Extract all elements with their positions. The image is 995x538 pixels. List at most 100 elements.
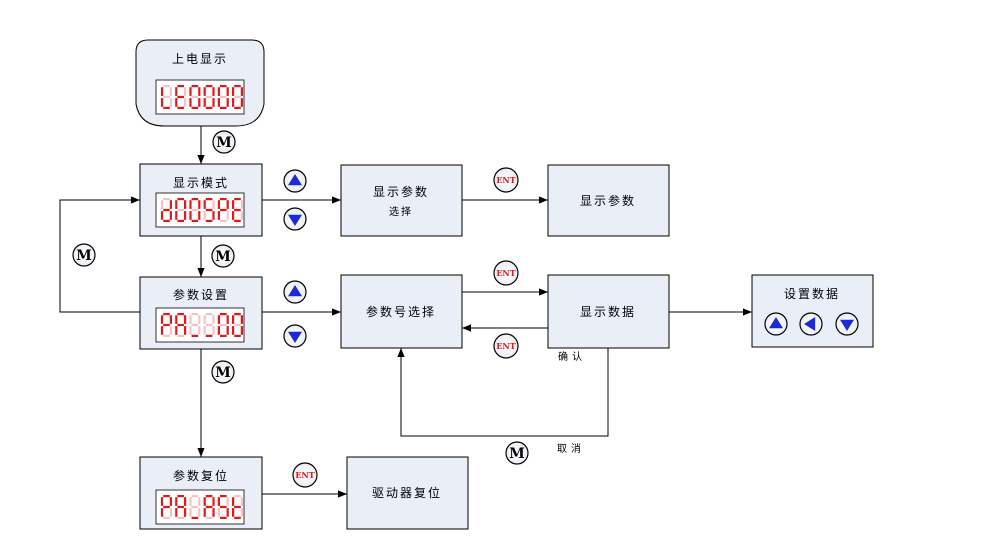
lcd-segment xyxy=(240,326,243,335)
lcd-digit xyxy=(175,85,187,109)
lcd-segment xyxy=(191,198,199,201)
lcd-segment xyxy=(234,516,241,519)
lcd-segment xyxy=(175,87,178,96)
lcd-segment xyxy=(169,508,172,517)
mode-key-label: M xyxy=(215,249,231,265)
lcd-segment xyxy=(184,98,187,107)
lcd-segment xyxy=(217,87,220,96)
arrow-cancel-loop xyxy=(397,348,609,437)
lcd-segment xyxy=(220,505,227,509)
lcd-segment xyxy=(212,98,215,107)
lcd-segment xyxy=(177,95,184,99)
lcd-segment xyxy=(205,198,213,201)
lcd-segment xyxy=(163,106,170,109)
param-reset-box: 参数复位 xyxy=(139,456,263,530)
lcd-segment xyxy=(161,98,164,107)
lcd-segment xyxy=(220,198,227,201)
lcd-segment xyxy=(191,495,199,498)
lcd-segment xyxy=(232,98,235,107)
lcd-segment xyxy=(240,98,243,107)
lcd-segment xyxy=(226,98,229,107)
lcd-segment xyxy=(203,211,206,220)
param-number-select-title: 参数号选择 xyxy=(366,304,436,319)
lcd-segment xyxy=(169,497,172,506)
lcd-segment xyxy=(177,516,184,519)
lcd-segment xyxy=(217,211,220,220)
lcd-segment xyxy=(198,497,201,506)
lcd-segment xyxy=(177,334,184,337)
lcd-segment xyxy=(212,211,215,220)
enter-key-icon: ENT xyxy=(493,260,519,286)
lcd-segment xyxy=(205,208,213,212)
up-key-icon xyxy=(764,312,788,336)
lcd-segment xyxy=(203,87,206,96)
arrow-loop-back-to-mode xyxy=(59,196,140,313)
lcd-segment xyxy=(191,505,199,509)
lcd-segment xyxy=(189,326,192,335)
param-setting-lcd xyxy=(155,307,245,343)
lcd-segment xyxy=(177,495,184,498)
lcd-digit xyxy=(232,495,243,519)
lcd-digit xyxy=(217,495,229,519)
down-key-icon xyxy=(283,207,307,231)
lcd-segment xyxy=(205,95,213,99)
lcd-segment xyxy=(177,219,184,222)
lcd-segment xyxy=(220,323,227,327)
lcd-segment xyxy=(177,505,184,509)
lcd-segment xyxy=(203,497,206,506)
lcd-segment xyxy=(226,211,229,220)
display-param-title: 显示参数 xyxy=(580,193,636,208)
lcd-segment xyxy=(169,98,172,107)
lcd-segment xyxy=(163,219,170,222)
lcd-segment xyxy=(240,200,243,209)
cancel-label: 取消 xyxy=(557,442,585,455)
lcd-segment xyxy=(198,211,201,220)
lcd-segment xyxy=(191,208,199,212)
lcd-segment xyxy=(226,87,229,96)
lcd-segment xyxy=(177,85,184,88)
lcd-digit xyxy=(161,85,172,109)
lcd-segment xyxy=(205,495,213,498)
lcd-segment xyxy=(205,85,213,88)
lcd-digit xyxy=(189,198,201,222)
lcd-digit xyxy=(175,495,187,519)
power-on-display-box: 上电显示 xyxy=(135,39,265,127)
lcd-segment xyxy=(226,315,229,324)
lcd-segment xyxy=(191,95,199,99)
lcd-segment xyxy=(232,211,235,220)
lcd-segment xyxy=(191,516,199,519)
lcd-segment xyxy=(217,200,220,209)
lcd-segment xyxy=(189,200,192,209)
lcd-digit xyxy=(203,313,215,337)
lcd-segment xyxy=(232,315,235,324)
lcd-digit xyxy=(203,495,215,519)
lcd-segment xyxy=(232,326,235,335)
lcd-segment xyxy=(191,219,199,222)
enter-key-icon: ENT xyxy=(493,333,519,359)
lcd-segment xyxy=(163,85,170,88)
lcd-segment xyxy=(220,313,227,316)
connectors xyxy=(59,126,752,498)
lcd-segment xyxy=(232,200,235,209)
driver-reset-title: 驱动器复位 xyxy=(372,485,442,500)
lcd-segment xyxy=(169,315,172,324)
lcd-digit xyxy=(217,313,229,337)
display-param-box: 显示参数 xyxy=(547,164,670,237)
lcd-segment xyxy=(226,497,229,506)
mode-key-label: M xyxy=(76,248,92,264)
lcd-segment xyxy=(175,326,178,335)
lcd-segment xyxy=(177,323,184,327)
lcd-digit xyxy=(217,198,229,222)
lcd-segment xyxy=(163,334,170,337)
mode-key-icon: M xyxy=(505,441,529,465)
lcd-segment xyxy=(220,208,227,212)
lcd-segment xyxy=(161,497,164,506)
lcd-segment xyxy=(184,508,187,517)
lcd-segment xyxy=(198,326,201,335)
display-mode-box: 显示模式 xyxy=(139,163,263,237)
param-setting-title: 参数设置 xyxy=(173,287,229,302)
lcd-segment xyxy=(161,326,164,335)
driver-reset-box: 驱动器复位 xyxy=(346,456,469,530)
lcd-segment xyxy=(177,208,184,212)
enter-key-icon: ENT xyxy=(292,462,318,488)
